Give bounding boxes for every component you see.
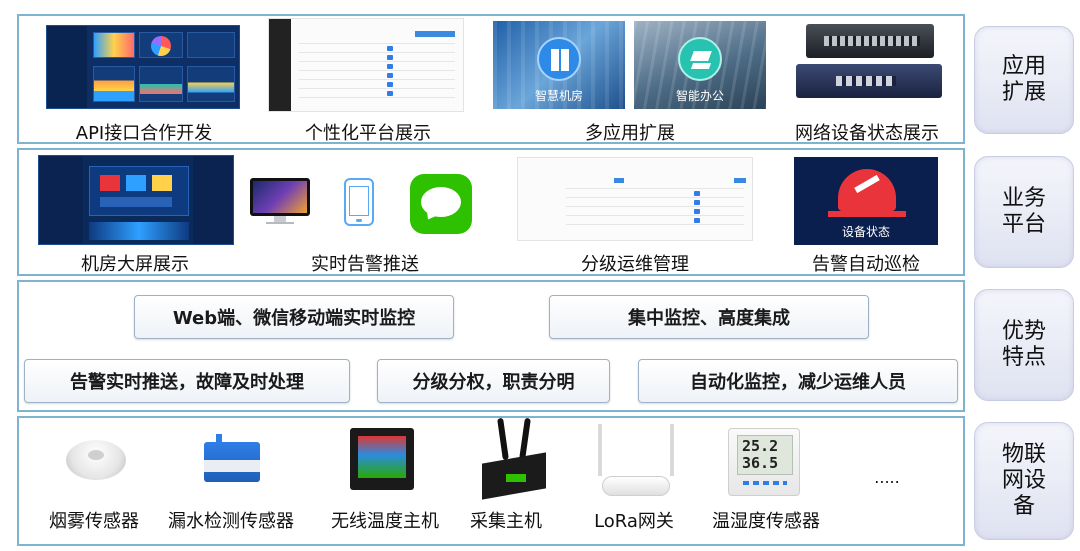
caption-collector-host: 采集主机 [470,511,542,532]
alarm-light-icon [838,169,896,211]
side-label-iot-devices: 物联网设备 [974,422,1074,540]
more-devices-ellipsis: ..... [874,468,900,487]
caption-multi-app: 多应用扩展 [585,123,675,144]
lora-gateway-icon [596,424,676,500]
smart-office-label: 智能办公 [675,89,724,103]
api-dashboard-screenshot [46,25,240,109]
caption-smoke-sensor: 烟雾传感器 [49,511,139,532]
smart-room-tile: 智慧机房 [493,21,625,109]
layers-icon [678,37,722,81]
collector-icon [476,417,552,500]
smoke-detector-icon [66,432,126,484]
smart-room-icon [537,37,581,81]
temperature-host-icon [350,428,414,490]
caption-custom-platform: 个性化平台展示 [305,123,431,144]
advantage-central-monitor: 集中监控、高度集成 [549,295,869,339]
side-label-app-extension: 应用扩展 [974,26,1074,134]
monitor-icon [250,178,310,224]
big-screen-screenshot [38,155,234,245]
th-display-humidity: 36.5 [742,454,779,472]
caption-wireless-temp-host: 无线温度主机 [331,511,439,532]
smart-office-tile: 智能办公 [634,21,766,109]
advantage-web-wechat: Web端、微信移动端实时监控 [134,295,454,339]
th-sensor-icon: 25.2 36.5 [728,428,800,496]
caption-api-dev: API接口合作开发 [75,123,213,144]
caption-lora-gateway: LoRa网关 [594,511,674,532]
graded-ops-screenshot [517,157,753,241]
advantage-automation: 自动化监控，减少运维人员 [638,359,958,403]
caption-leak-sensor: 漏水检测传感器 [168,511,294,532]
chat-bubble-icon [410,174,472,234]
advantage-alarm-push: 告警实时推送，故障及时处理 [24,359,350,403]
caption-realtime-alarm: 实时告警推送 [311,254,419,275]
caption-network-status: 网络设备状态展示 [795,123,939,144]
custom-platform-screenshot [268,18,464,112]
leak-sensor-icon [196,434,266,488]
side-label-advantages: 优势特点 [974,289,1074,401]
alarm-patrol-screenshot: 设备状态 [794,157,938,245]
smart-room-label: 智慧机房 [534,89,583,103]
switch-icon [806,24,934,58]
advantage-graded-rights: 分级分权，职责分明 [377,359,610,403]
th-display-temp: 25.2 [742,437,779,455]
device-status-label: 设备状态 [841,225,890,239]
caption-big-screen: 机房大屏展示 [81,254,189,275]
caption-graded-ops: 分级运维管理 [581,254,689,275]
side-label-business-platform: 业务平台 [974,156,1074,268]
caption-auto-patrol: 告警自动巡检 [812,254,920,275]
router-icon [796,64,942,98]
caption-th-sensor: 温湿度传感器 [712,511,820,532]
phone-icon [344,178,374,226]
